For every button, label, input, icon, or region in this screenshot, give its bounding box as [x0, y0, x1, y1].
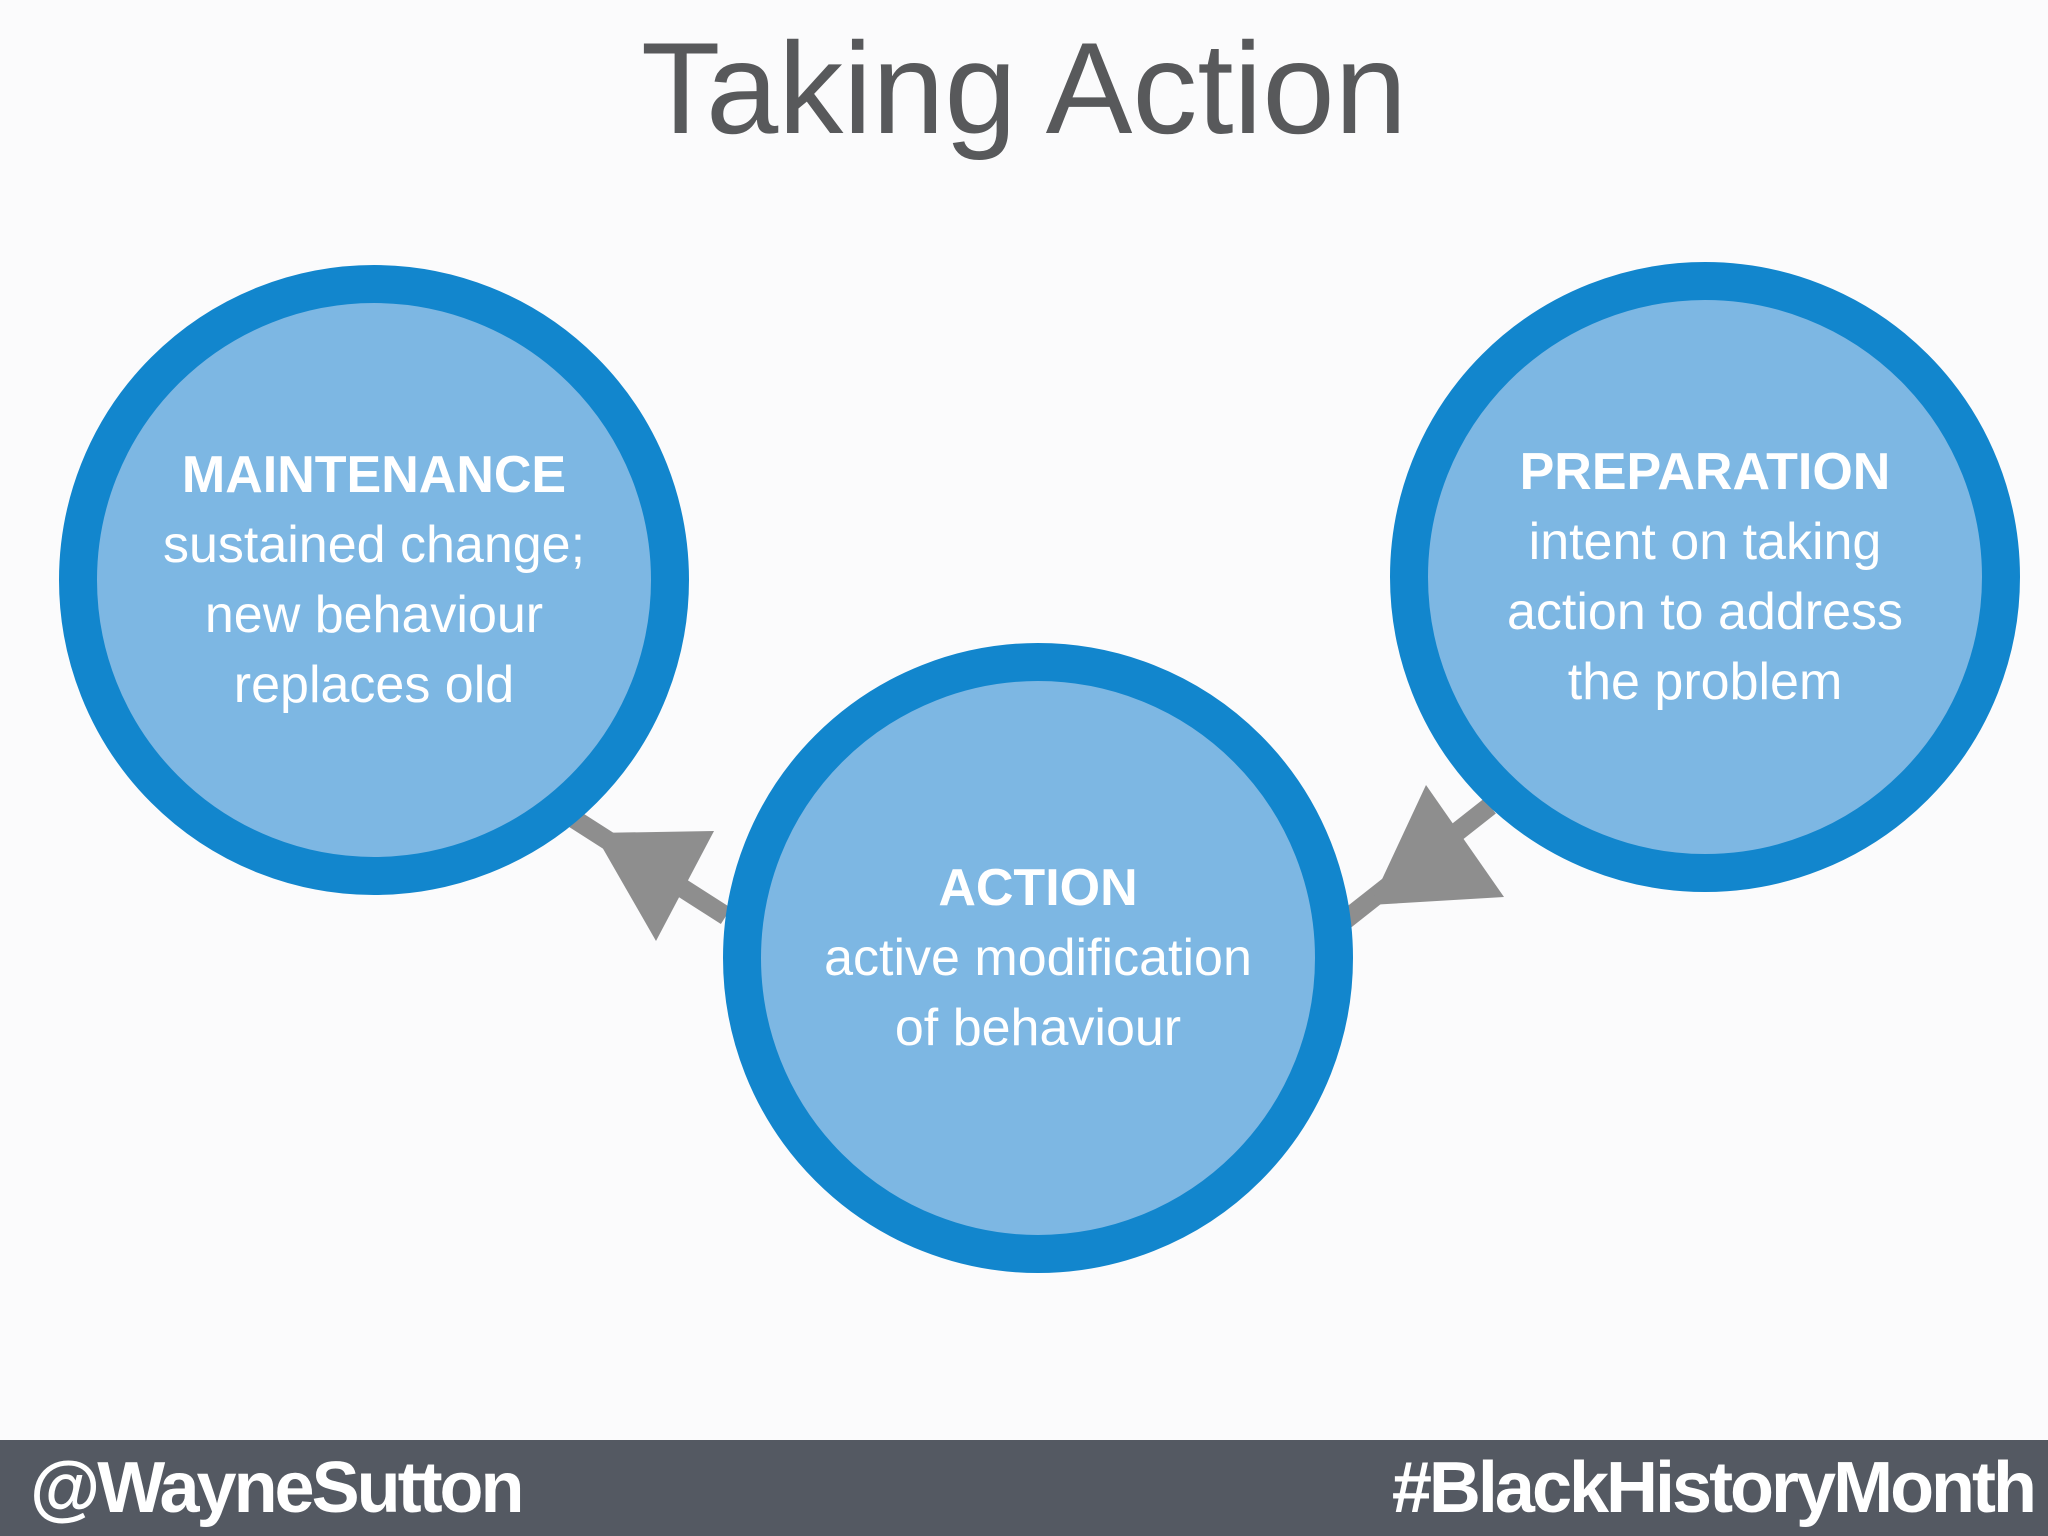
action-line: active modification: [824, 929, 1252, 987]
maintenance-line: replaces old: [233, 656, 515, 714]
action-line: of behaviour: [894, 999, 1182, 1057]
footer-bar: @WayneSutton #BlackHistoryMonth: [0, 1440, 2048, 1536]
circle-preparation: PREPARATION intent on taking action to a…: [1390, 262, 2020, 892]
maintenance-line: new behaviour: [204, 586, 544, 644]
arrow-action-to-maintenance: [562, 806, 732, 941]
slide-title: Taking Action: [640, 15, 1408, 161]
maintenance-line: sustained change;: [162, 516, 586, 574]
circle-action: ACTION active modification of behaviour: [723, 643, 1353, 1273]
preparation-line: intent on taking: [1528, 513, 1882, 571]
footer-left-handle: @WayneSutton: [30, 1448, 525, 1528]
maintenance-heading: MAINTENANCE: [181, 446, 567, 504]
preparation-heading: PREPARATION: [1519, 443, 1891, 501]
arrow-preparation-to-action: [1338, 785, 1504, 929]
action-heading: ACTION: [938, 859, 1138, 917]
preparation-line: the problem: [1567, 653, 1843, 711]
preparation-line: action to address: [1506, 583, 1904, 641]
footer-right-hashtag: #BlackHistoryMonth: [1391, 1448, 2037, 1528]
circle-maintenance: MAINTENANCE sustained change; new behavi…: [59, 265, 689, 895]
